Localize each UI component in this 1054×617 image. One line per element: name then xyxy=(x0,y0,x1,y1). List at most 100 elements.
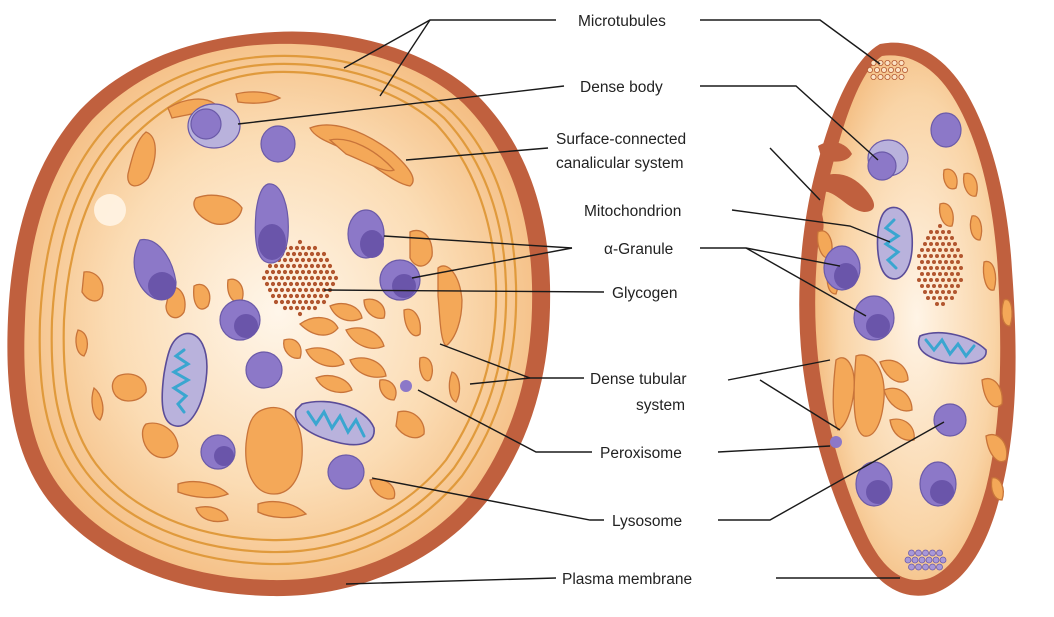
particle xyxy=(301,258,305,262)
right-platelet xyxy=(799,43,1015,596)
particle xyxy=(919,557,925,563)
particle xyxy=(295,294,299,298)
particle xyxy=(932,272,936,276)
particle xyxy=(935,266,939,270)
particle xyxy=(313,306,317,310)
particle xyxy=(277,294,281,298)
particle xyxy=(956,260,960,264)
particle xyxy=(286,264,290,268)
particle xyxy=(331,270,335,274)
particle xyxy=(292,288,296,292)
particle xyxy=(944,260,948,264)
leader-plasma-membrane-left xyxy=(346,578,556,584)
particle xyxy=(298,300,302,304)
particle xyxy=(274,288,278,292)
particle xyxy=(937,564,943,570)
particle xyxy=(286,300,290,304)
particle xyxy=(926,248,930,252)
particle xyxy=(301,294,305,298)
particle xyxy=(313,246,317,250)
particle xyxy=(941,242,945,246)
particle xyxy=(953,290,957,294)
particle xyxy=(295,246,299,250)
particle xyxy=(940,557,946,563)
particle xyxy=(947,290,951,294)
particle xyxy=(935,254,939,258)
particle xyxy=(322,276,326,280)
particle xyxy=(307,282,311,286)
particle xyxy=(944,272,948,276)
particle xyxy=(950,296,954,300)
particle xyxy=(289,270,293,274)
particle xyxy=(895,67,900,72)
particle xyxy=(935,302,939,306)
particle xyxy=(909,564,915,570)
particle xyxy=(956,248,960,252)
particle xyxy=(885,60,890,65)
particle xyxy=(298,276,302,280)
particle xyxy=(956,284,960,288)
particle xyxy=(935,242,939,246)
particle xyxy=(304,264,308,268)
particle xyxy=(920,260,924,264)
particle xyxy=(295,258,299,262)
particle xyxy=(956,272,960,276)
particle xyxy=(933,557,939,563)
particle xyxy=(950,272,954,276)
particle xyxy=(941,254,945,258)
particle xyxy=(298,240,302,244)
particle xyxy=(867,67,872,72)
particle xyxy=(298,252,302,256)
particle xyxy=(944,296,948,300)
particle xyxy=(938,248,942,252)
particle xyxy=(941,278,945,282)
particle xyxy=(289,282,293,286)
particle xyxy=(280,300,284,304)
particle xyxy=(286,252,290,256)
particle xyxy=(912,557,918,563)
particle xyxy=(944,248,948,252)
particle xyxy=(328,264,332,268)
particle xyxy=(941,230,945,234)
particle xyxy=(292,264,296,268)
particle xyxy=(304,252,308,256)
particle xyxy=(923,278,927,282)
particle xyxy=(319,258,323,262)
particle xyxy=(271,282,275,286)
particle xyxy=(950,236,954,240)
label-mitochondrion: Mitochondrion xyxy=(584,203,681,220)
particle xyxy=(319,282,323,286)
particle xyxy=(929,242,933,246)
particle xyxy=(274,276,278,280)
label-lysosome: Lysosome xyxy=(612,513,682,530)
particle xyxy=(271,294,275,298)
particle xyxy=(926,296,930,300)
particle xyxy=(929,254,933,258)
particle xyxy=(277,270,281,274)
particle xyxy=(301,306,305,310)
particle xyxy=(959,278,963,282)
particle xyxy=(923,290,927,294)
particle xyxy=(277,282,281,286)
particle xyxy=(871,74,876,79)
particle xyxy=(307,258,311,262)
particle xyxy=(929,266,933,270)
label-dense-tubular-line1: Dense tubular xyxy=(590,371,687,388)
particle xyxy=(301,282,305,286)
particle xyxy=(888,67,893,72)
particle xyxy=(953,278,957,282)
particle xyxy=(283,306,287,310)
particle xyxy=(283,294,287,298)
label-surface-connected-line1: Surface-connected xyxy=(556,131,686,148)
particle xyxy=(920,272,924,276)
leader-peroxisome-right xyxy=(718,446,830,452)
particle xyxy=(265,282,269,286)
particle xyxy=(932,236,936,240)
particle xyxy=(916,564,922,570)
particle xyxy=(932,248,936,252)
particle xyxy=(917,278,921,282)
particle xyxy=(941,302,945,306)
left-peroxisome xyxy=(400,380,412,392)
particle xyxy=(944,284,948,288)
particle xyxy=(874,67,879,72)
